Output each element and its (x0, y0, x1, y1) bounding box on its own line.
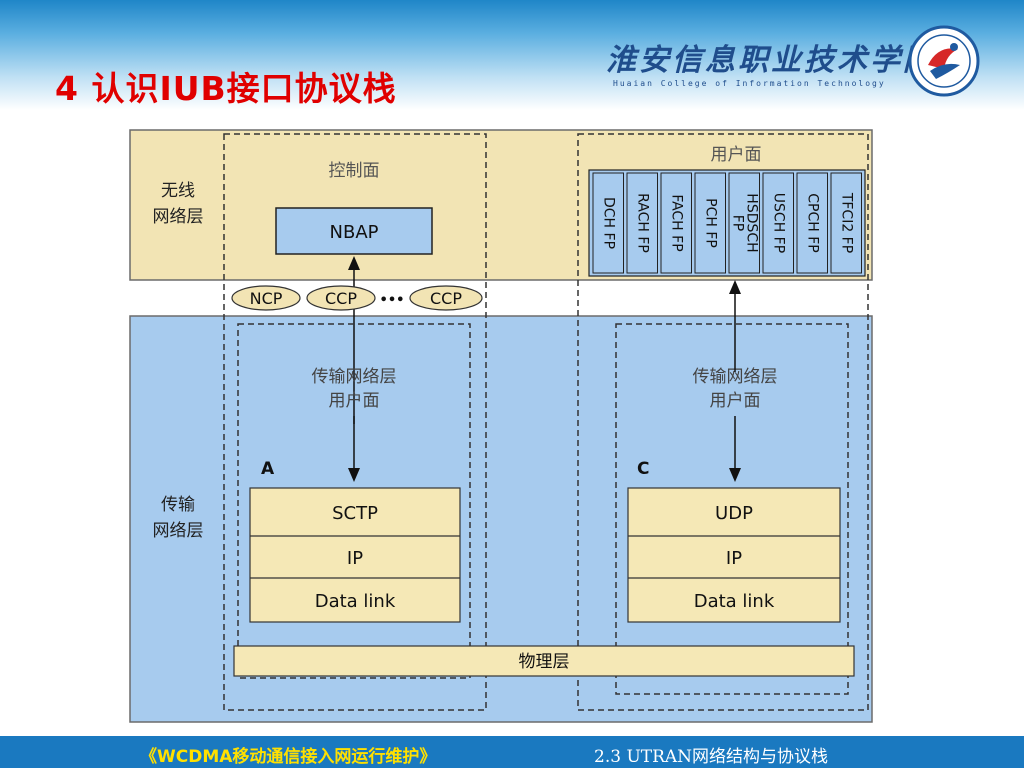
fp-box (694, 172, 726, 274)
user-plane-dashed-frame (577, 133, 869, 711)
physical-layer-bar (233, 645, 855, 677)
stack-c-data-link: Data link (694, 591, 775, 612)
slide-title: 4 认识IUB接口协议栈 (55, 69, 397, 108)
footer-section-title: 2.3 UTRAN网络结构与协议栈 (594, 747, 829, 767)
fp-box (796, 172, 828, 274)
control-plane-dashed-frame (223, 133, 487, 711)
fp-label: RACH FP (634, 193, 650, 253)
tnl-user-inner-frame (615, 323, 849, 695)
radio-layer-label-line2: 网络层 (153, 207, 204, 227)
fp-label: CPCH FP (804, 193, 820, 252)
fp-label: TFCI2 FP (838, 192, 854, 253)
stack-c-arrow-head (729, 468, 741, 482)
ellipsis-label: ••• (380, 293, 405, 308)
college-name-chinese: 淮安信息职业技术学院 (606, 43, 936, 78)
fp-label: DCH FP (600, 197, 616, 249)
stack-a-ip: IP (347, 548, 363, 569)
stack-c-label: C (637, 459, 649, 479)
ccp-label-1: CCP (325, 289, 357, 308)
tnl-user-plane-left-line2: 用户面 (329, 391, 380, 411)
fp-label: FACH FP (668, 194, 684, 251)
stack-c-udp: UDP (715, 503, 753, 524)
tnl-user-plane-right-line2: 用户面 (710, 391, 761, 411)
tnl-user-plane-left-line1: 传输网络层 (312, 367, 397, 387)
header-band (0, 0, 1024, 110)
control-plane-label: 控制面 (329, 161, 380, 181)
tnl-control-inner-frame (237, 323, 471, 679)
transport-layer-label-line2: 网络层 (153, 521, 204, 541)
fp-label: HSDSCH (743, 193, 759, 252)
fp-label: FP (729, 215, 745, 232)
nbap-label: NBAP (330, 222, 379, 243)
ncp-ccp-link-row: NCP CCP ••• CCP (231, 285, 483, 311)
fp-box (626, 172, 658, 274)
user-plane-arrow-head (729, 280, 741, 294)
college-name-english: Huaian College of Information Technology (613, 79, 886, 88)
ccp-oval-1 (306, 285, 376, 311)
stack-a-label: A (261, 459, 275, 479)
transport-layer-label-line1: 传输 (161, 495, 195, 515)
stack-a: SCTP IP Data link (249, 487, 461, 623)
tnl-user-plane-right-line1: 传输网络层 (693, 367, 778, 387)
footer-course-title: 《WCDMA移动通信接入网运行维护》 (140, 747, 437, 767)
user-plane-label: 用户面 (711, 145, 762, 165)
stack-c: UDP IP Data link (627, 487, 841, 623)
stack-a-data-link: Data link (315, 591, 396, 612)
physical-layer-label: 物理层 (519, 652, 570, 672)
control-plane-arrow-head (348, 256, 360, 270)
stack-a-sctp: SCTP (332, 503, 378, 524)
stack-a-arrow-head (348, 468, 360, 482)
stack-c-frame (627, 487, 841, 623)
fp-label: USCH FP (770, 193, 786, 253)
ncp-oval (231, 285, 301, 311)
stack-c-ip: IP (726, 548, 742, 569)
ccp-oval-2 (409, 285, 483, 311)
college-logo-icon (908, 25, 980, 97)
iub-protocol-stack-diagram: 无线 网络层 传输 网络层 控制面 用户面 NBAP DCH FP RACH FP… (129, 129, 873, 723)
fp-box (592, 172, 624, 274)
stack-a-frame (249, 487, 461, 623)
ccp-label-2: CCP (430, 289, 462, 308)
radio-layer-label-line1: 无线 (161, 181, 195, 201)
nbap-box (275, 207, 433, 255)
fp-box (762, 172, 794, 274)
footer-bar (0, 736, 1024, 768)
fp-box (830, 172, 862, 274)
fp-label: PCH FP (702, 198, 718, 248)
fp-box (728, 172, 760, 274)
ncp-label: NCP (250, 289, 283, 308)
fp-box (660, 172, 692, 274)
